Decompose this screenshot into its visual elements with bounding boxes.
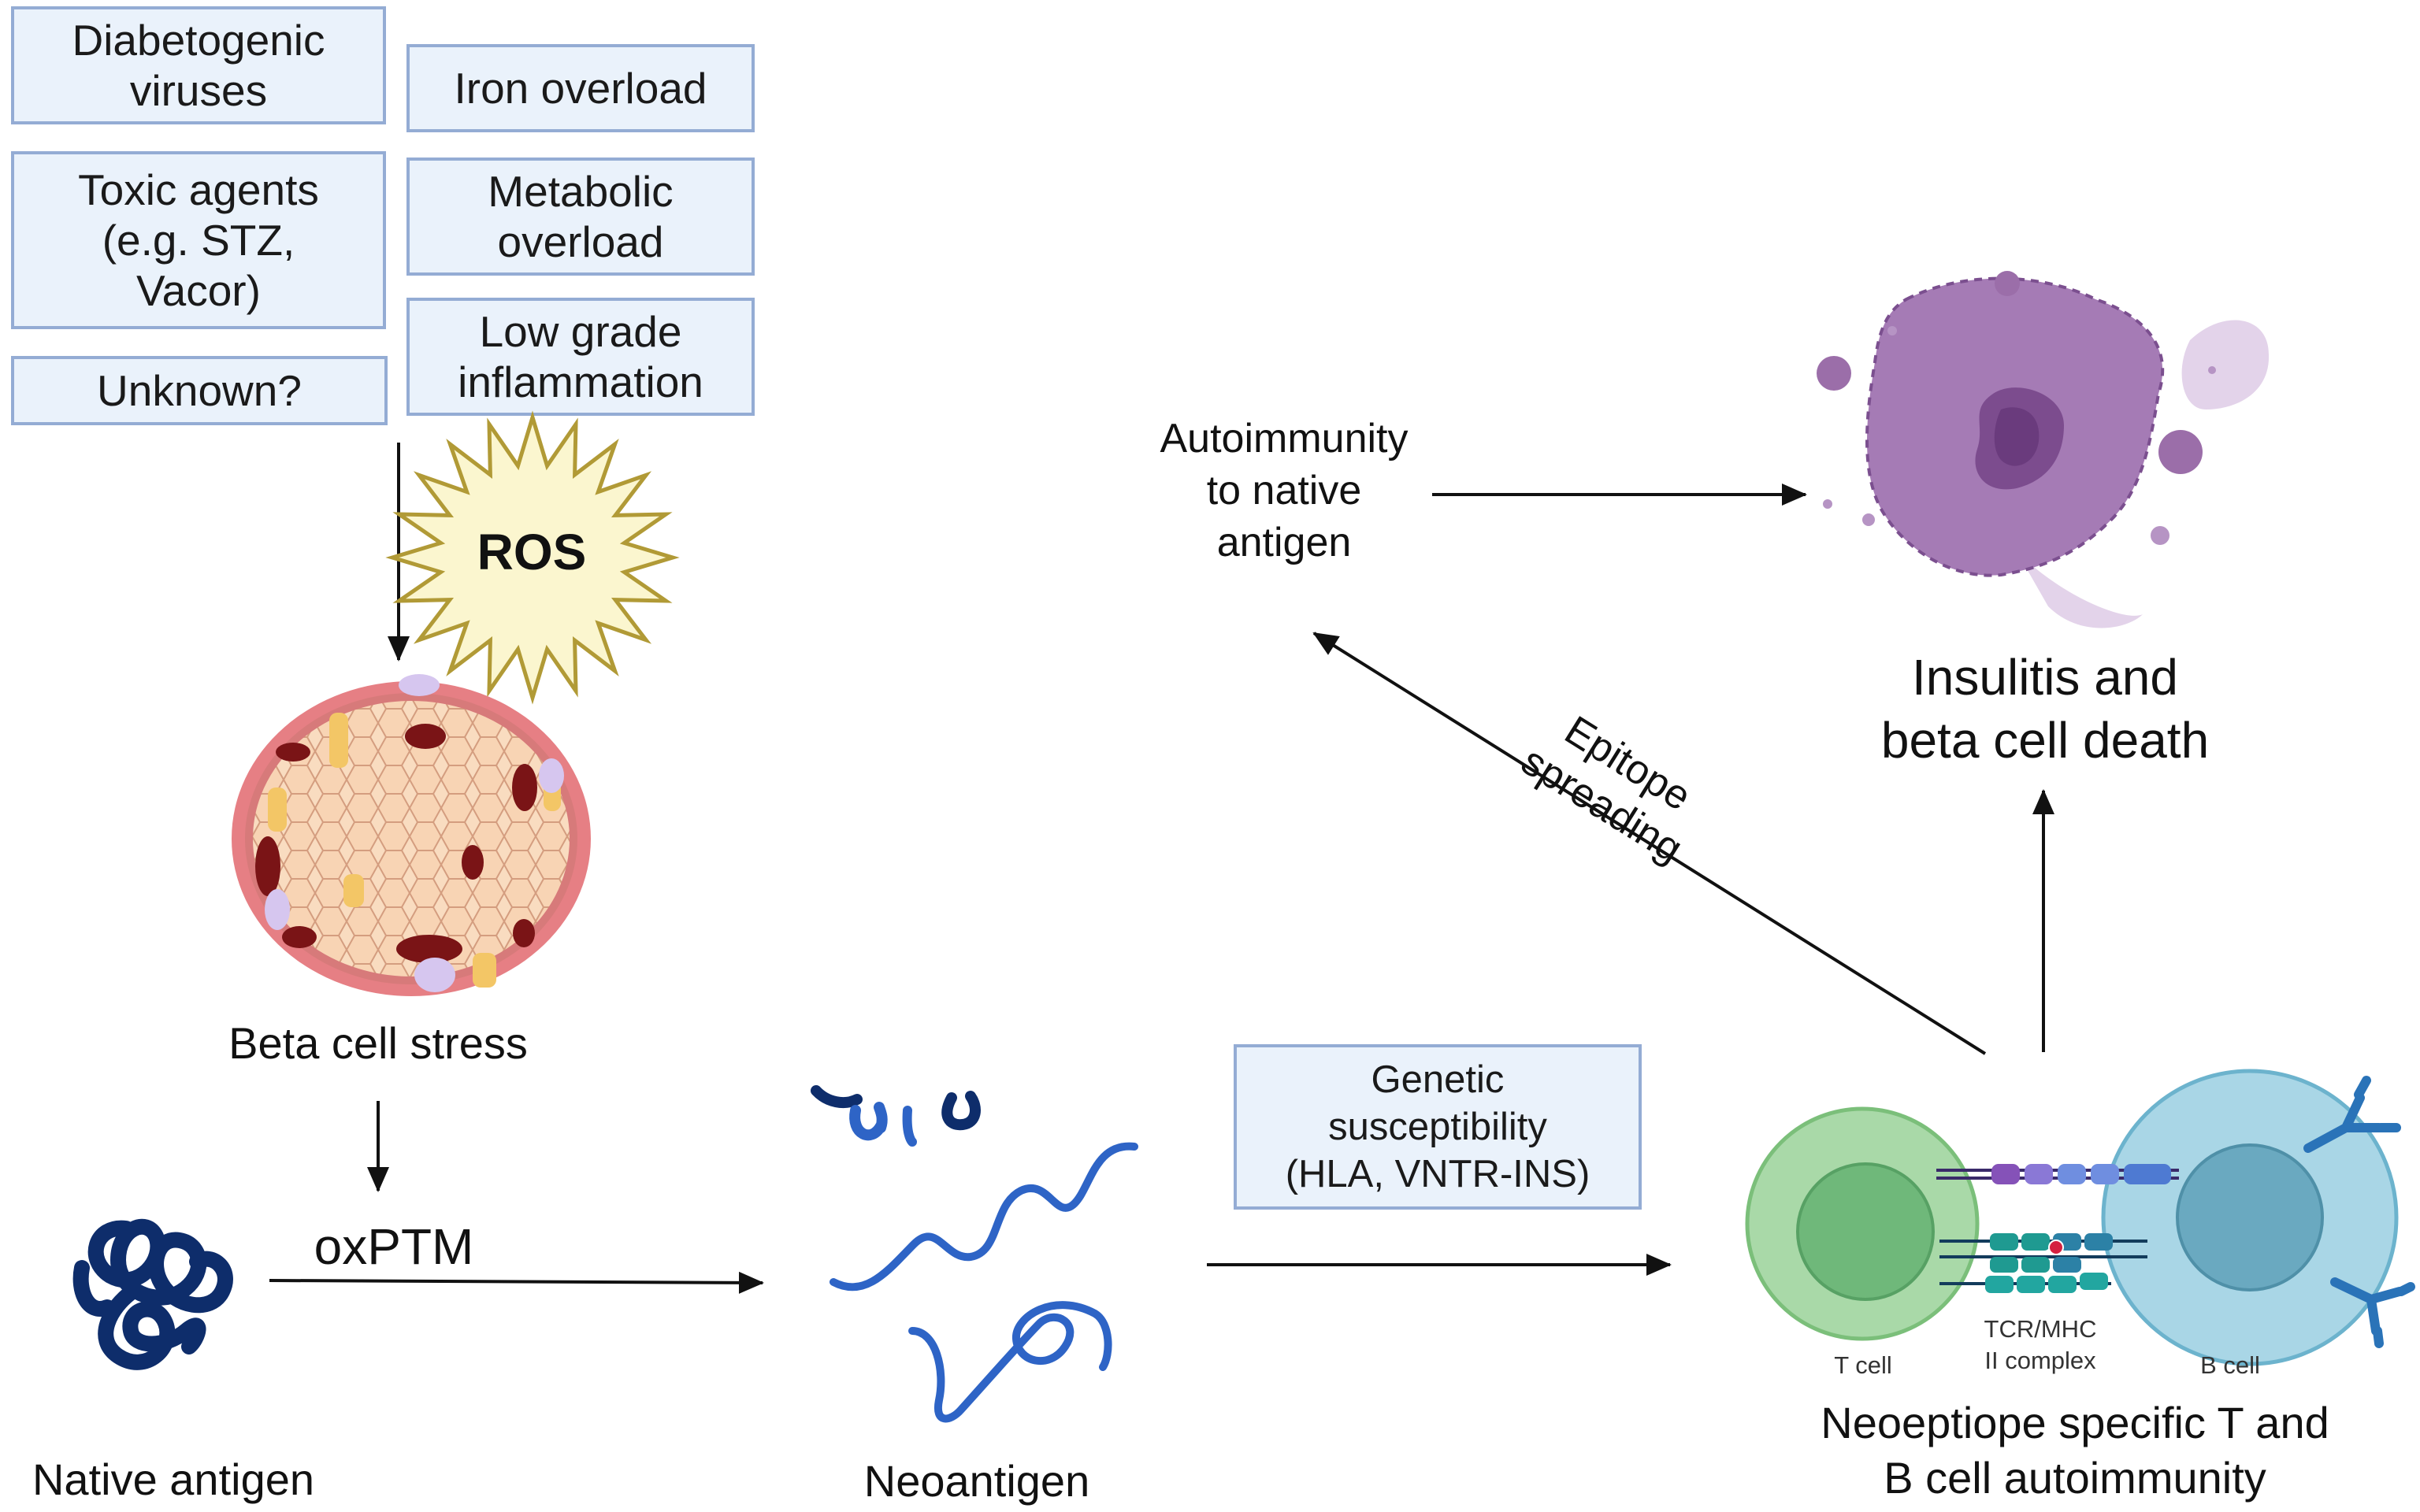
- oxptm-label: oxPTM: [314, 1218, 474, 1275]
- factor-box-metabolic-overload: Metabolic overload: [406, 158, 755, 276]
- beta-cell-islet-illustration: [232, 674, 591, 996]
- arrow-native-to-neoantigen: [269, 1271, 764, 1294]
- genetic-susceptibility-box: Genetic susceptibility (HLA, VNTR-INS): [1234, 1044, 1642, 1210]
- factor-box-low-grade-inflammation: Low grade inflammation: [406, 298, 755, 416]
- tcr-mhc-complex-illustration: [1936, 1164, 2179, 1293]
- ros-starburst: [385, 410, 680, 705]
- beta-cell-stress-label: Beta cell stress: [228, 1018, 528, 1068]
- neoepitope-autoimmunity-label: Neoeptiope specific T and B cell autoimm…: [1821, 1398, 2329, 1503]
- b-cell-label: B cell: [2200, 1351, 2260, 1379]
- insulitis-label: Insulitis and beta cell death: [1880, 649, 2210, 769]
- neoantigen-illustration: [811, 1085, 1138, 1423]
- factor-box-diabetogenic-viruses: Diabetogenic viruses: [11, 6, 386, 124]
- neoantigen-label: Neoantigen: [863, 1456, 1090, 1506]
- autoimmunity-native-antigen-label: Autoimmunity to native antigen: [1160, 416, 1409, 565]
- t-cell-illustration: [1745, 1106, 1980, 1341]
- arrow-epitope-spreading: [1312, 632, 1987, 1055]
- tcr-mhc-complex-label: TCR/MHC II complex: [1984, 1315, 2097, 1374]
- ros-label: ROS: [477, 524, 587, 580]
- antibody-illustrations: [2303, 1076, 2415, 1348]
- dying-beta-cell-illustration: [1817, 271, 2270, 628]
- factor-box-toxic-agents: Toxic agents (e.g. STZ, Vacor): [11, 151, 386, 329]
- factor-box-unknown: Unknown?: [11, 356, 388, 425]
- t-cell-label: T cell: [1834, 1351, 1892, 1379]
- native-antigen-illustration: [72, 1218, 233, 1370]
- factor-box-iron-overload: Iron overload: [406, 44, 755, 132]
- native-antigen-label: Native antigen: [32, 1455, 314, 1504]
